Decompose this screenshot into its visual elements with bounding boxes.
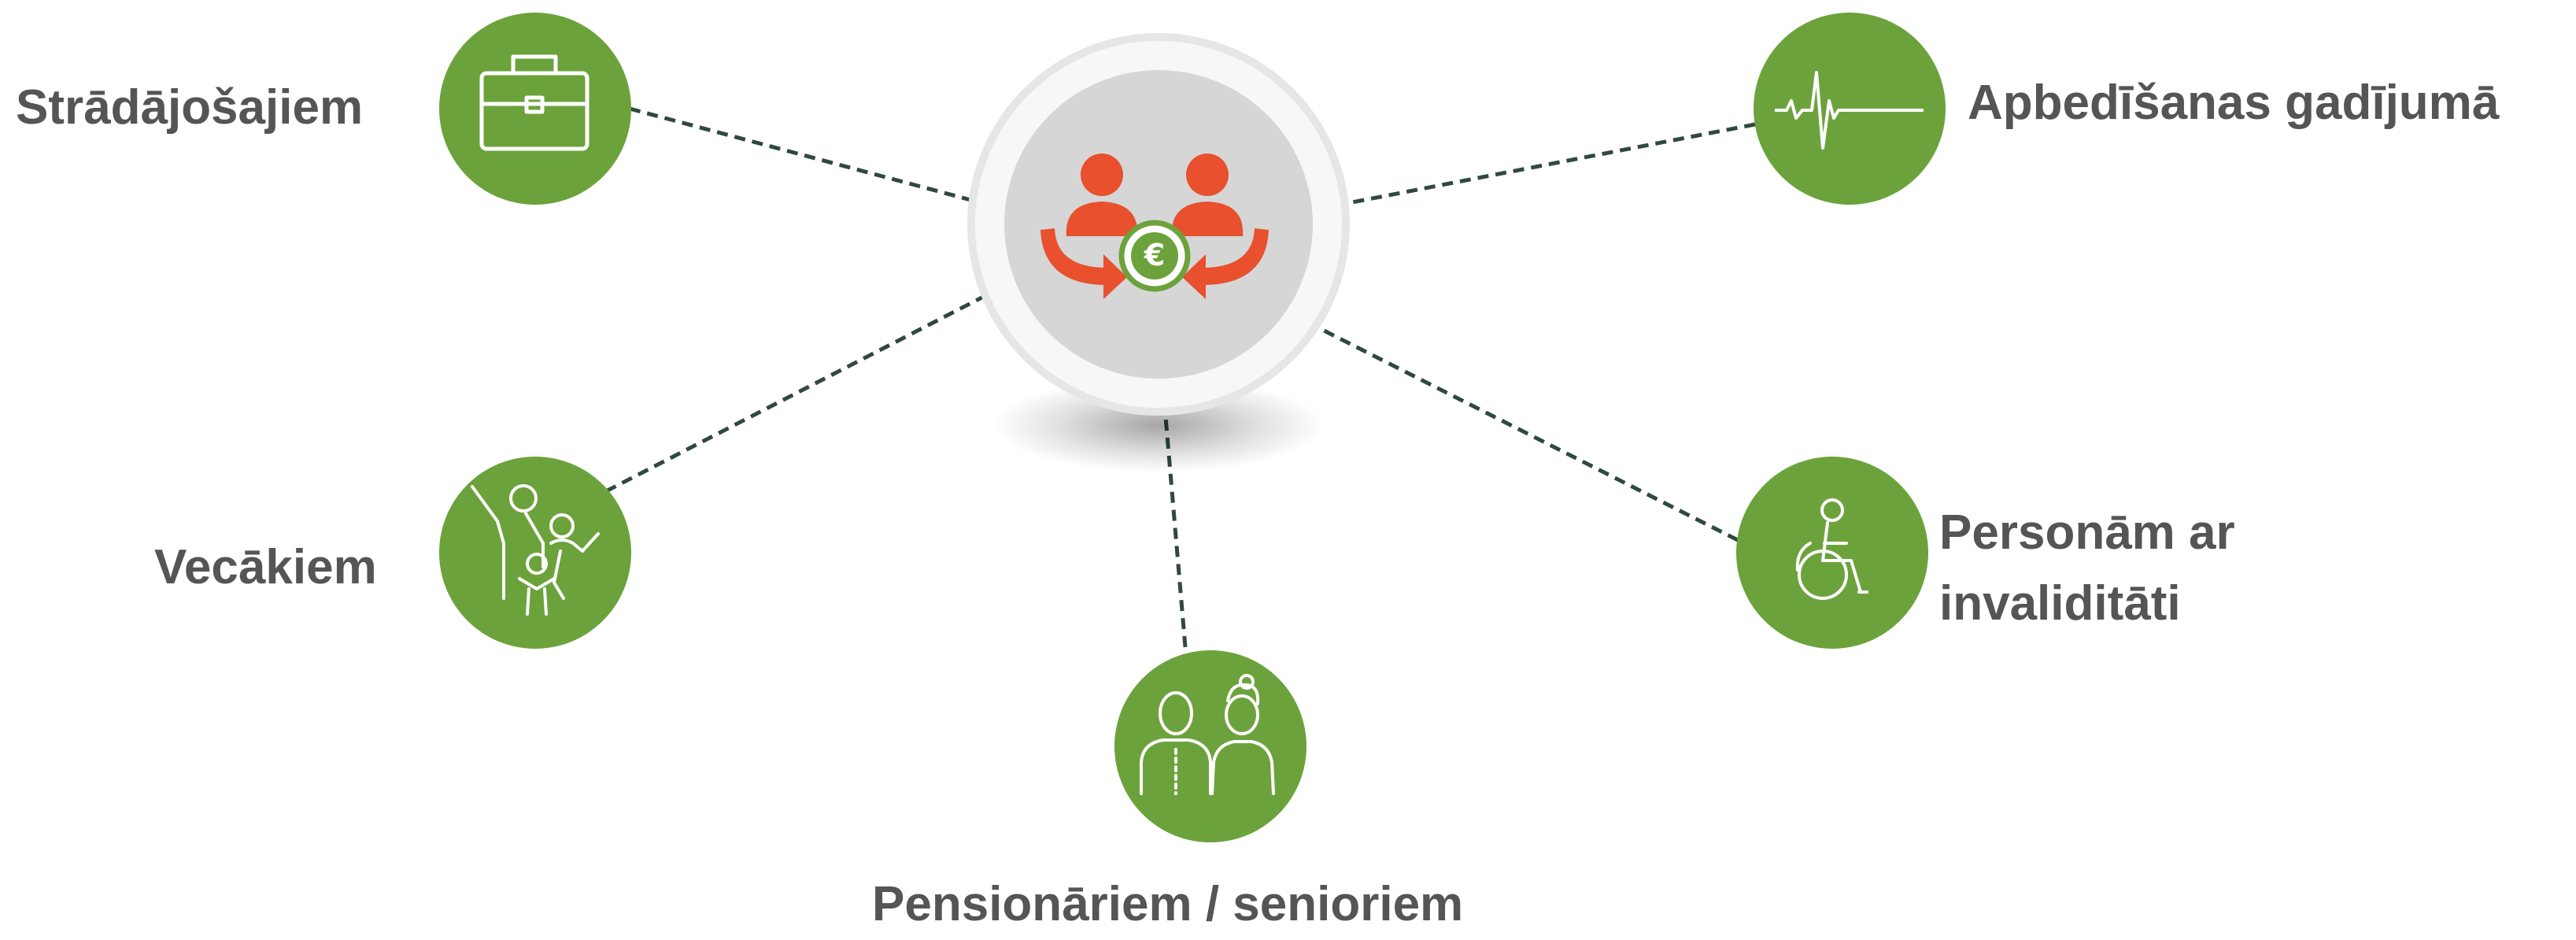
label-pensioners: Pensionāriem / senioriem (872, 869, 1463, 940)
hub: € (967, 33, 1350, 472)
label-parents-line-1: Vecākiem (154, 540, 377, 594)
label-parents: Vecākiem (154, 532, 377, 603)
label-funeral: Apbedīšanas gadījumā (1968, 68, 2499, 139)
connector-funeral (1310, 122, 1756, 213)
node-working (439, 13, 631, 205)
connector-parents (604, 277, 1018, 494)
node-parents (439, 457, 631, 649)
people-exchange-euro-icon: € (1040, 154, 1269, 299)
connector-disability (1284, 309, 1739, 542)
label-working-line-1: Strādājošajiem (16, 80, 364, 135)
wheelchair-icon (1795, 498, 1868, 600)
svg-text:€: € (1144, 238, 1165, 272)
node-pensioners (1114, 650, 1306, 842)
label-pensioners-line-1: Pensionāriem / senioriem (872, 877, 1464, 931)
briefcase-icon (479, 54, 589, 151)
elderly-couple-icon (1140, 674, 1275, 795)
label-funeral-line-1: Apbedīšanas gadījumā (1968, 76, 2500, 130)
label-disability: Personām ar invaliditāti (1939, 498, 2235, 639)
heartbeat-line-icon (1775, 71, 1924, 150)
label-disability-line-2: invaliditāti (1939, 575, 2181, 631)
family-icon (471, 484, 600, 616)
hub-shadow (993, 378, 1324, 472)
label-working: Strādājošajiem (16, 72, 363, 143)
node-funeral (1754, 13, 1946, 205)
label-disability-line-1: Personām ar (1939, 505, 2235, 560)
connector-working (629, 106, 1010, 213)
node-disability (1736, 457, 1928, 649)
